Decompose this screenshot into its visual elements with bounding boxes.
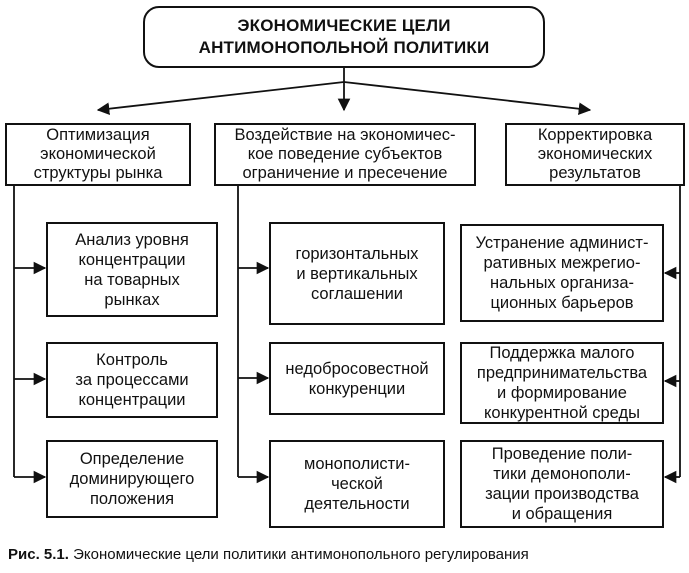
item-barriers-removal-box: Устранение админист- ративных межрегио- …: [460, 224, 664, 322]
root-goal-box: ЭКОНОМИЧЕСКИЕ ЦЕЛИ АНТИМОНОПОЛЬНОЙ ПОЛИТ…: [143, 6, 545, 68]
figure-caption-label: Рис. 5.1.: [8, 546, 69, 563]
item-demonopolization-box: Проведение поли- тики демонополи- зации …: [460, 440, 664, 528]
item-concentration-control-box: Контроль за процессами концентрации: [46, 342, 218, 418]
item-dominant-position-box: Определение доминирующего положения: [46, 440, 218, 518]
item-monopolistic-activity-box: монополисти- ческой деятельности: [269, 440, 445, 528]
connector-root-right: [343, 81, 592, 115]
item-concentration-analysis-box: Анализ уровня концентрации на товарных р…: [46, 222, 218, 317]
category-results-box: Корректировка экономических результатов: [505, 123, 685, 186]
item-unfair-competition-box: недобросовестной конкуренции: [269, 342, 445, 415]
item-agreements-box: горизонтальных и вертикальных соглашении: [269, 222, 445, 325]
item-small-business-support-box: Поддержка малого предпринимательства и ф…: [460, 342, 664, 424]
connector-root-left: [96, 81, 345, 115]
category-optimization-box: Оптимизация экономической структуры рынк…: [5, 123, 191, 186]
category-behavior-box: Воздействие на экономичес- кое поведение…: [214, 123, 476, 186]
figure-caption: Рис. 5.1. Экономические цели политики ан…: [8, 546, 689, 563]
figure-caption-text: Экономические цели политики антимонополь…: [73, 546, 529, 563]
